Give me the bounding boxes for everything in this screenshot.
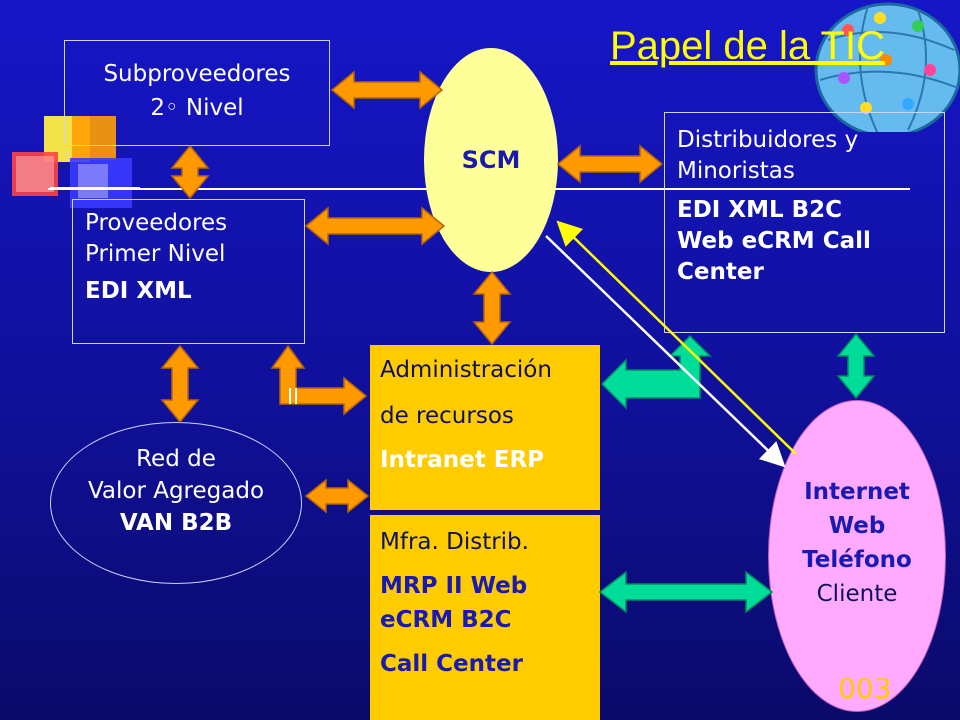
page-title: Papel de la TIC — [610, 24, 885, 68]
arrow-scm-dist — [556, 144, 664, 184]
scm-label: SCM — [461, 146, 521, 174]
node-proveedores: Proveedores Primer Nivel EDI XML — [72, 199, 305, 344]
minoristas-label: Minoristas — [677, 158, 795, 184]
arrow-prov-scm — [304, 206, 446, 246]
proveedores-level: Primer Nivel — [85, 241, 226, 267]
proveedores-tech: EDI XML — [85, 278, 192, 304]
mfra-tech-1: MRP II Web — [380, 573, 528, 599]
arrow-van-erp — [304, 478, 370, 514]
erp-divider — [370, 510, 600, 515]
van-tech: VAN B2B — [119, 510, 233, 536]
arrow-dist-admin — [600, 334, 712, 410]
globe-people-icon — [814, 2, 960, 132]
mfra-label: Mfra. Distrib. — [380, 529, 529, 555]
line-scm-internet-white — [545, 235, 786, 468]
node-mfra-distrib: Mfra. Distrib. MRP II Web eCRM B2C Call … — [370, 515, 600, 720]
arrow-prov-van — [160, 344, 200, 424]
node-administracion: Administración de recursos Intranet ERP — [370, 345, 600, 513]
administracion-label-2: de recursos — [380, 403, 514, 429]
web-label: Web — [828, 513, 886, 539]
arrow-scm-admin — [472, 270, 512, 346]
administracion-label-1: Administración — [380, 357, 552, 383]
page-number: 003 — [838, 672, 892, 705]
proveedores-label: Proveedores — [85, 210, 228, 236]
mfra-tech-3: Call Center — [380, 651, 523, 677]
node-scm: SCM — [424, 48, 558, 272]
arrow-dist-internet — [836, 332, 876, 400]
node-distribuidores: Distribuidores y Minoristas EDI XML B2C … — [664, 112, 945, 333]
subproveedores-level: 2◦ Nivel — [150, 95, 244, 121]
administracion-tech: Intranet ERP — [380, 447, 545, 473]
arrow-sub-scm — [330, 70, 444, 110]
telefono-label: Teléfono — [802, 547, 912, 573]
cliente-label: Cliente — [816, 581, 898, 607]
mfra-tech-2: eCRM B2C — [380, 607, 512, 633]
line-internet-scm-yellow — [556, 220, 797, 455]
node-van: Red de Valor Agregado VAN B2B — [50, 422, 302, 584]
node-internet-cliente: Internet Web Teléfono Cliente — [768, 400, 946, 712]
arrow-sub-prov — [170, 144, 210, 200]
subproveedores-label: Subproveedores — [103, 61, 291, 87]
arrow-prov-admin — [270, 344, 368, 416]
arrow-mfra-internet — [598, 570, 774, 614]
distribuidores-tech-2: Web eCRM Call — [677, 228, 871, 254]
distribuidores-label: Distribuidores y — [677, 127, 859, 153]
van-label-2: Valor Agregado — [87, 478, 265, 504]
van-label-1: Red de — [136, 446, 216, 472]
distribuidores-tech-3: Center — [677, 259, 764, 285]
node-subproveedores: Subproveedores 2◦ Nivel — [64, 40, 330, 146]
internet-label: Internet — [804, 479, 910, 505]
distribuidores-tech-1: EDI XML B2C — [677, 197, 843, 223]
